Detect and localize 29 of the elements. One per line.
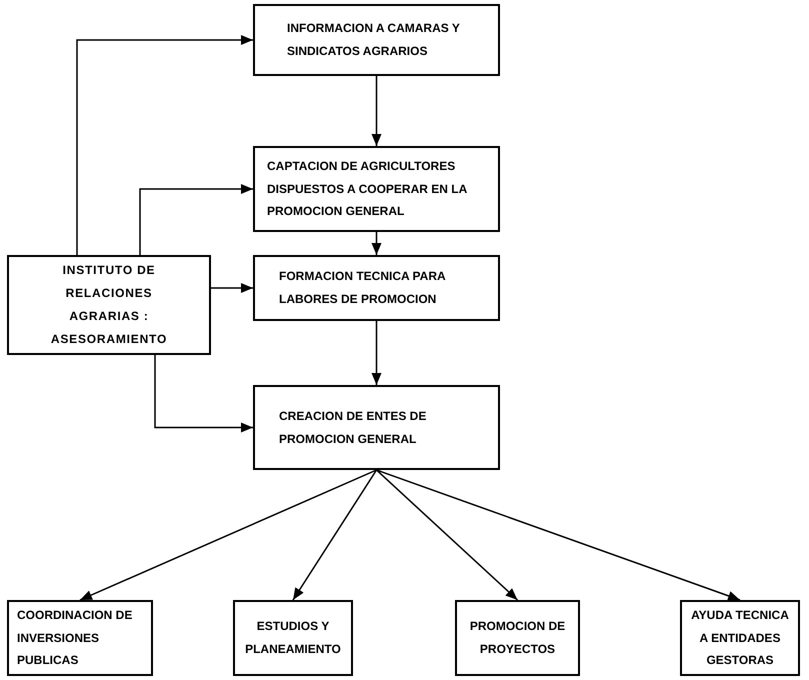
- arrow: [154, 355, 253, 432]
- box-text: AYUDA TECNICA A ENTIDADES GESTORAS: [690, 606, 790, 670]
- arrow: [80, 469, 377, 601]
- box-text: CREACION DE ENTES DE PROMOCION GENERAL: [279, 408, 428, 448]
- arrow: [376, 469, 740, 601]
- box-text: FORMACION TECNICA PARA LABORES DE PROMOCION: [279, 268, 446, 308]
- process-box: [680, 600, 800, 676]
- process-box: [233, 600, 353, 676]
- box-text: INSTITUTO DE RELACIONES AGRARIAS : ASESORAMIENTO: [50, 262, 168, 348]
- arrow: [211, 283, 253, 293]
- process-box: [253, 255, 500, 321]
- arrow: [292, 470, 378, 600]
- process-box: [455, 600, 580, 676]
- box-text: PROMOCION DE PROYECTOS: [468, 618, 566, 658]
- arrow: [139, 184, 253, 255]
- box-text: COORDINACION DE INVERSIONES PUBLICAS: [17, 606, 134, 670]
- box-text: INFORMACION A CAMARAS Y SINDICATOS AGRARIOS: [287, 20, 461, 60]
- process-box: [7, 600, 153, 676]
- arrow: [372, 76, 382, 146]
- arrow: [76, 35, 253, 255]
- arrow: [372, 232, 382, 255]
- box-text: CAPTACION DE AGRICULTORES DISPUESTOS A COOPERAR EN LA PROMOCION GENERAL: [267, 158, 468, 220]
- arrow: [372, 321, 382, 385]
- process-box: [253, 146, 500, 232]
- process-box: [7, 255, 211, 355]
- box-text: ESTUDIOS Y PLANEAMIENTO: [244, 618, 342, 658]
- process-box: [253, 385, 500, 470]
- process-box: [253, 4, 500, 76]
- arrow: [376, 469, 518, 601]
